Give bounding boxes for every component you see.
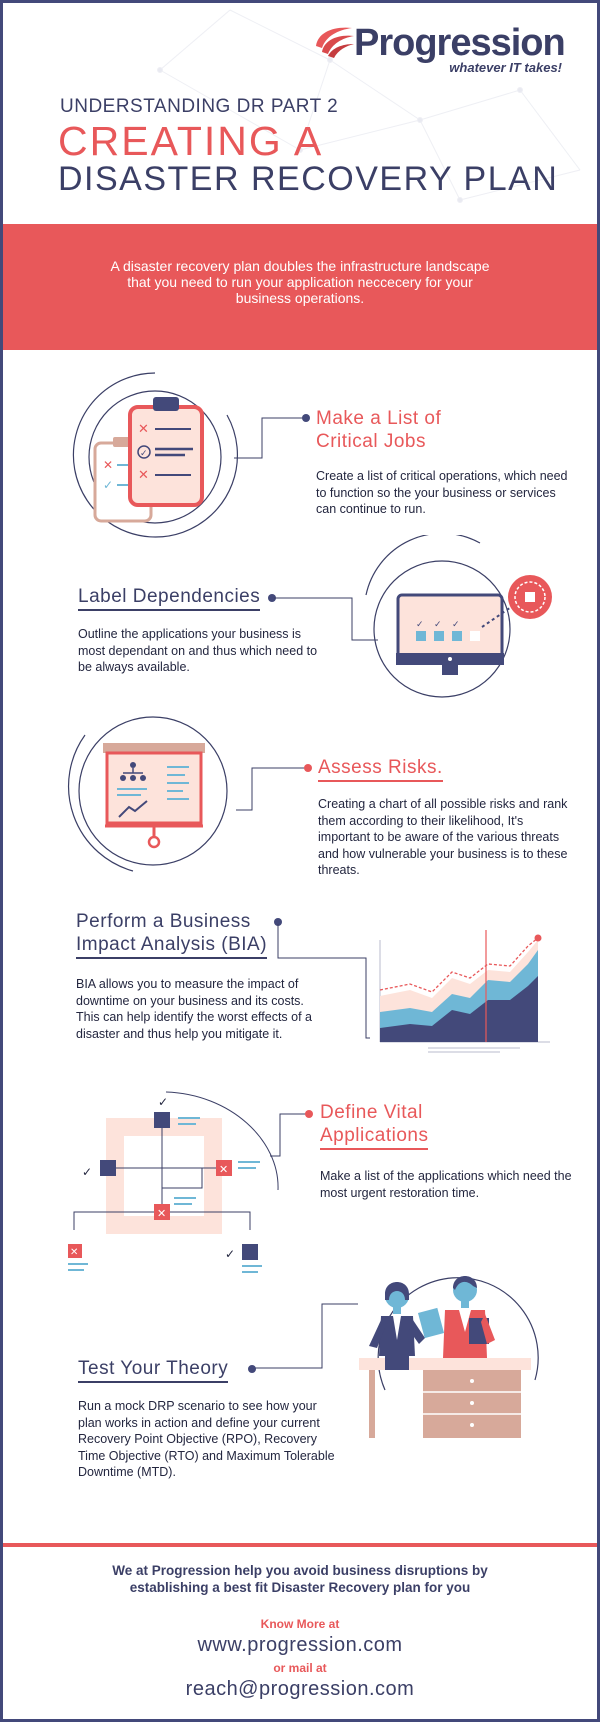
connector-line bbox=[277, 924, 370, 1039]
swoosh-logo-icon bbox=[316, 27, 354, 58]
section-text: BIA allows you to measure the impact of … bbox=[76, 977, 313, 1041]
svg-text:✓: ✓ bbox=[434, 619, 442, 629]
section-text: Outline the applications your business i… bbox=[78, 627, 318, 674]
section-title: Label Dependencies bbox=[78, 585, 261, 611]
section-title: Make a List of Critical Jobs bbox=[316, 408, 442, 452]
section-title: Test Your Theory bbox=[78, 1357, 229, 1383]
page-title-line1: CREATING A bbox=[58, 118, 324, 164]
section-title: Perform a Business Impact Analysis (BIA) bbox=[76, 910, 268, 959]
network-background-icon bbox=[157, 9, 581, 203]
area-chart-icon bbox=[379, 930, 550, 1053]
section-text: Creating a chart of all possible risks a… bbox=[318, 797, 568, 877]
monitor-icon: ✓ ✓ ✓ bbox=[365, 535, 552, 698]
connector-dot bbox=[274, 918, 282, 926]
intro-band: A disaster recovery plan doubles the inf… bbox=[0, 224, 600, 350]
svg-text:✓: ✓ bbox=[158, 1095, 168, 1109]
connector-dot bbox=[304, 764, 312, 772]
connector-line bbox=[274, 597, 378, 641]
brand-tagline: whatever IT takes! bbox=[449, 60, 562, 75]
connector-line bbox=[236, 767, 308, 811]
svg-text:✓: ✓ bbox=[140, 448, 148, 458]
svg-text:✕: ✕ bbox=[138, 467, 149, 482]
svg-text:✕: ✕ bbox=[70, 1247, 78, 1258]
footer-text: We at Progression help you avoid busines… bbox=[112, 1563, 488, 1595]
section-text: Run a mock DRP scenario to see how your … bbox=[78, 1399, 335, 1479]
intro-text: A disaster recovery plan doubles the inf… bbox=[110, 258, 490, 306]
business-people-icon bbox=[359, 1276, 539, 1438]
clipboard-icon: ✕ ✓ ✕ ✓ ✕ bbox=[72, 372, 238, 538]
svg-text:✓: ✓ bbox=[225, 1247, 235, 1261]
section-title: Assess Risks. bbox=[318, 756, 443, 782]
connector-line bbox=[270, 1113, 308, 1157]
connector-line bbox=[234, 417, 306, 459]
footer-divider bbox=[3, 1543, 597, 1547]
connector-dot bbox=[305, 1110, 313, 1118]
svg-text:✓: ✓ bbox=[452, 619, 460, 629]
website-link[interactable]: www.progression.com bbox=[197, 1634, 403, 1656]
or-mail-label: or mail at bbox=[273, 1661, 327, 1675]
section-title: Define Vital Applications bbox=[320, 1101, 429, 1150]
flow-diagram-icon: ✓ ✓ ✕ ✕ ✕ ✓ bbox=[68, 1091, 279, 1273]
connector-dot bbox=[248, 1365, 256, 1373]
section-text: Make a list of the applications which ne… bbox=[320, 1169, 572, 1200]
svg-text:✕: ✕ bbox=[138, 421, 149, 436]
know-more-label: Know More at bbox=[260, 1617, 340, 1631]
section-text: Create a list of critical operations, wh… bbox=[316, 469, 568, 516]
presentation-board-icon bbox=[67, 716, 228, 872]
svg-text:✕: ✕ bbox=[103, 458, 113, 472]
svg-text:✓: ✓ bbox=[82, 1165, 92, 1179]
brand-logo[interactable]: Progression whatever IT takes! bbox=[312, 22, 566, 82]
page-kicker: UNDERSTANDING DR PART 2 bbox=[60, 96, 339, 117]
connector-dot bbox=[302, 414, 310, 422]
connector-dot bbox=[268, 594, 276, 602]
svg-text:✕: ✕ bbox=[157, 1208, 166, 1220]
svg-text:✓: ✓ bbox=[416, 619, 424, 629]
email-link[interactable]: reach@progression.com bbox=[185, 1678, 415, 1700]
connector-line bbox=[254, 1303, 358, 1369]
svg-text:✓: ✓ bbox=[103, 478, 113, 492]
brand-name: Progression bbox=[354, 22, 566, 64]
page-title-line2: DISASTER RECOVERY PLAN bbox=[58, 160, 559, 198]
svg-text:✕: ✕ bbox=[219, 1164, 228, 1176]
